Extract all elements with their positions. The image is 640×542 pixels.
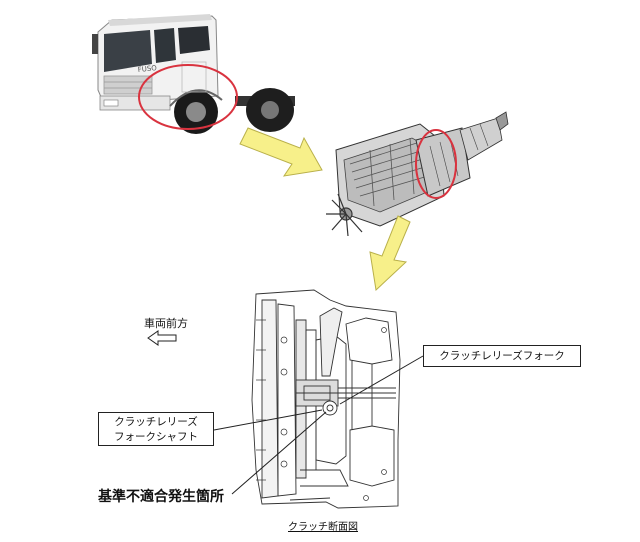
leader-lines [214, 356, 423, 494]
clutch-cross-section-image [252, 290, 400, 508]
truck-image: FUSO [92, 14, 295, 134]
vehicle-front-label: 車両前方 [144, 315, 188, 331]
fork-shaft-line1: クラッチレリーズ [99, 415, 213, 430]
cross-section-caption: クラッチ断面図 [288, 518, 358, 533]
fork-shaft-callout: クラッチレリーズ フォークシャフト [98, 412, 214, 446]
release-fork-callout: クラッチレリーズフォーク [423, 345, 581, 367]
release-fork-leader [340, 356, 423, 404]
arrow-down-left-icon [370, 216, 410, 290]
arrow-left-icon [148, 331, 176, 345]
fork-shaft-line2: フォークシャフト [99, 430, 213, 445]
engine-transmission-image [326, 112, 508, 236]
defect-location-label: 基準不適合発生箇所 [98, 486, 224, 506]
arrow-down-right-icon [240, 128, 322, 176]
